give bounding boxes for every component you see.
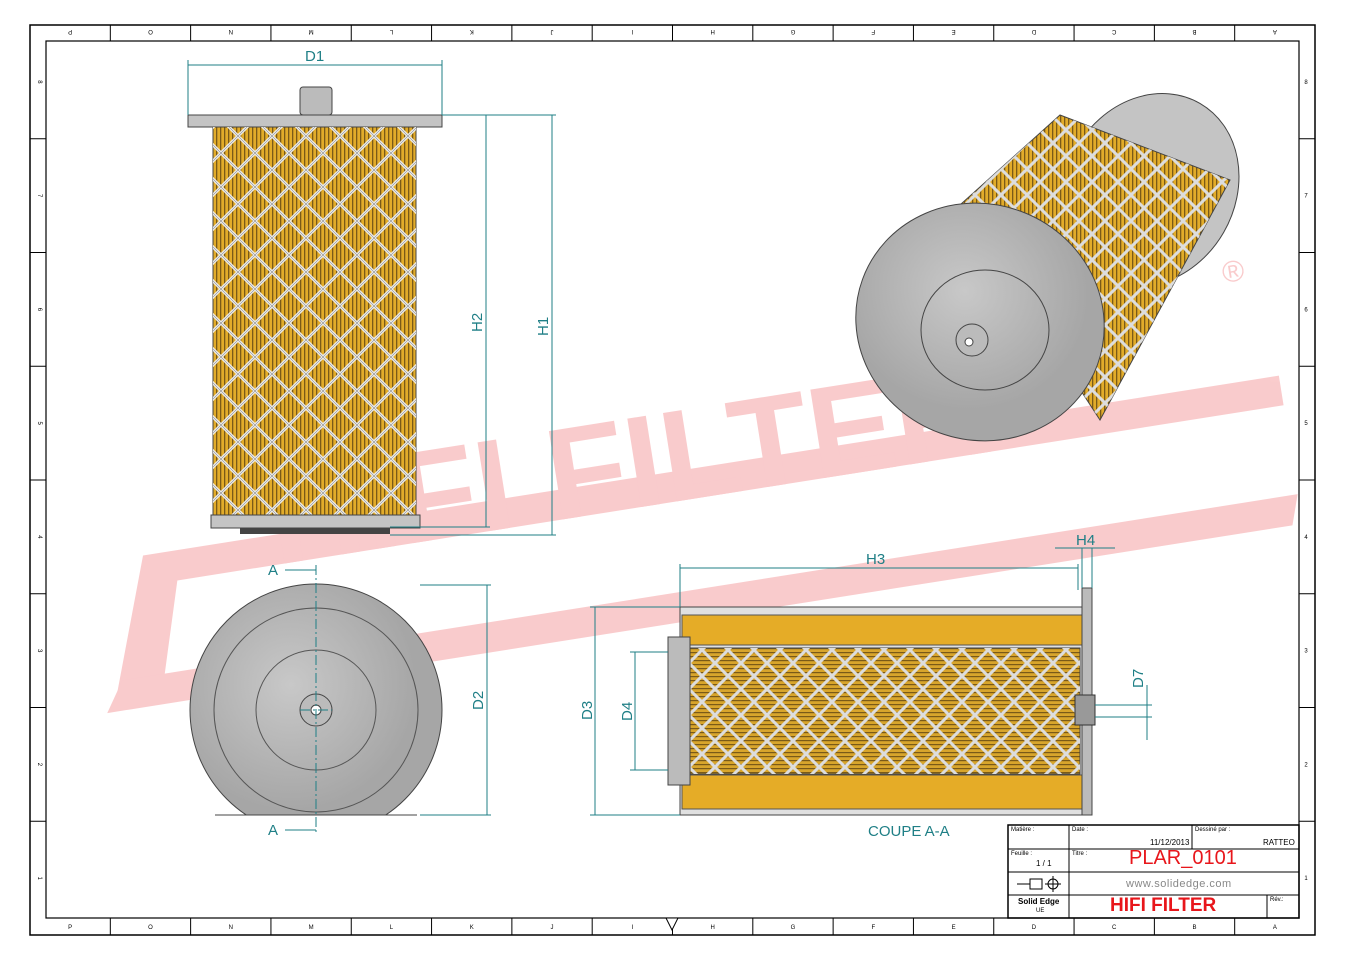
front-dimensions [187, 60, 556, 536]
row-label-left: 7 [36, 194, 42, 198]
column-label-bottom: N [229, 925, 233, 931]
column-label-bottom: M [309, 925, 314, 931]
column-label-top: E [952, 28, 956, 34]
company-name: HIFI FILTER [1110, 895, 1217, 916]
software-name: Solid Edge [1018, 897, 1060, 906]
column-label-bottom: G [791, 925, 796, 931]
column-label-top: I [631, 28, 633, 34]
date-value: 11/12/2013 [1150, 838, 1190, 847]
front-view [187, 86, 443, 534]
row-label-left: 5 [36, 421, 42, 425]
dim-d1: D1 [305, 48, 324, 65]
row-label-right: 4 [1304, 535, 1308, 541]
column-label-top: N [229, 28, 233, 34]
column-label-bottom: D [1032, 925, 1037, 931]
row-label-left: 3 [36, 649, 42, 653]
section-mark-bottom: A [268, 822, 278, 839]
column-label-bottom: C [1112, 925, 1117, 931]
dim-h3: H3 [866, 551, 885, 568]
title-block-frame [1007, 824, 1300, 919]
row-label-right: 8 [1304, 80, 1308, 86]
dim-d4: D4 [619, 702, 636, 721]
row-label-left: 4 [36, 535, 42, 539]
column-label-bottom: A [1273, 925, 1277, 931]
centering-mark [665, 917, 679, 932]
date-label: Date : [1072, 827, 1089, 833]
sheet-value: 1 / 1 [1036, 859, 1052, 868]
row-label-left: 2 [36, 763, 42, 767]
row-label-left: 8 [36, 80, 42, 84]
column-label-bottom: O [148, 925, 153, 931]
row-label-left: 6 [36, 308, 42, 312]
website: www.solidedge.com [1126, 878, 1232, 890]
column-label-top: M [309, 28, 314, 34]
column-label-top: F [871, 28, 875, 34]
column-label-top: L [389, 28, 393, 34]
row-label-left: 1 [36, 876, 42, 880]
dim-h2: H2 [469, 313, 486, 332]
column-label-bottom: B [1193, 925, 1197, 931]
drawing-title: PLAR_0101 [1129, 847, 1237, 869]
column-label-top: P [68, 28, 72, 34]
dim-h4: H4 [1076, 532, 1095, 549]
column-label-top: D [1031, 28, 1036, 34]
column-label-bottom: J [551, 925, 554, 931]
column-label-bottom: E [952, 925, 956, 931]
software-sub: UE [1036, 908, 1045, 914]
column-label-top: J [551, 28, 554, 34]
section-view [667, 587, 1096, 816]
rev-label: Rév.: [1270, 897, 1284, 903]
dim-d3: D3 [579, 701, 596, 720]
end-view [189, 565, 443, 835]
column-label-bottom: F [871, 925, 875, 931]
row-label-right: 2 [1304, 762, 1308, 768]
sheet-label: Feuille : [1011, 851, 1033, 857]
column-label-top: G [790, 28, 795, 34]
dim-h1: H1 [535, 317, 552, 336]
row-label-right: 3 [1304, 649, 1308, 655]
section-label: COUPE A-A [868, 823, 950, 840]
column-label-bottom: P [68, 925, 72, 931]
material-label: Matière : [1011, 827, 1035, 833]
row-label-right: 5 [1304, 421, 1308, 427]
drawer-label: Dessiné par : [1195, 827, 1231, 833]
column-label-bottom: I [632, 925, 634, 931]
column-label-top: O [148, 28, 153, 34]
cad-projection-icon [1017, 876, 1061, 892]
row-label-right: 7 [1304, 194, 1308, 200]
watermark-registered: ® [1220, 254, 1247, 290]
column-label-top: C [1111, 28, 1116, 34]
column-label-top: K [470, 28, 474, 34]
column-label-bottom: H [710, 925, 714, 931]
column-label-bottom: L [390, 925, 394, 931]
column-label-bottom: K [470, 925, 474, 931]
iso-view [855, 93, 1240, 442]
section-mark-top: A [268, 562, 278, 579]
column-label-top: H [710, 28, 714, 34]
row-label-right: 6 [1304, 307, 1308, 313]
dim-d2: D2 [470, 691, 487, 710]
column-label-top: A [1273, 28, 1277, 34]
title-label: Titre : [1072, 851, 1088, 857]
dim-d7: D7 [1130, 669, 1147, 688]
drawer-value: RATTEO [1263, 838, 1295, 847]
section-dimensions [590, 547, 1152, 816]
column-label-top: B [1193, 28, 1197, 34]
row-label-right: 1 [1304, 876, 1308, 882]
